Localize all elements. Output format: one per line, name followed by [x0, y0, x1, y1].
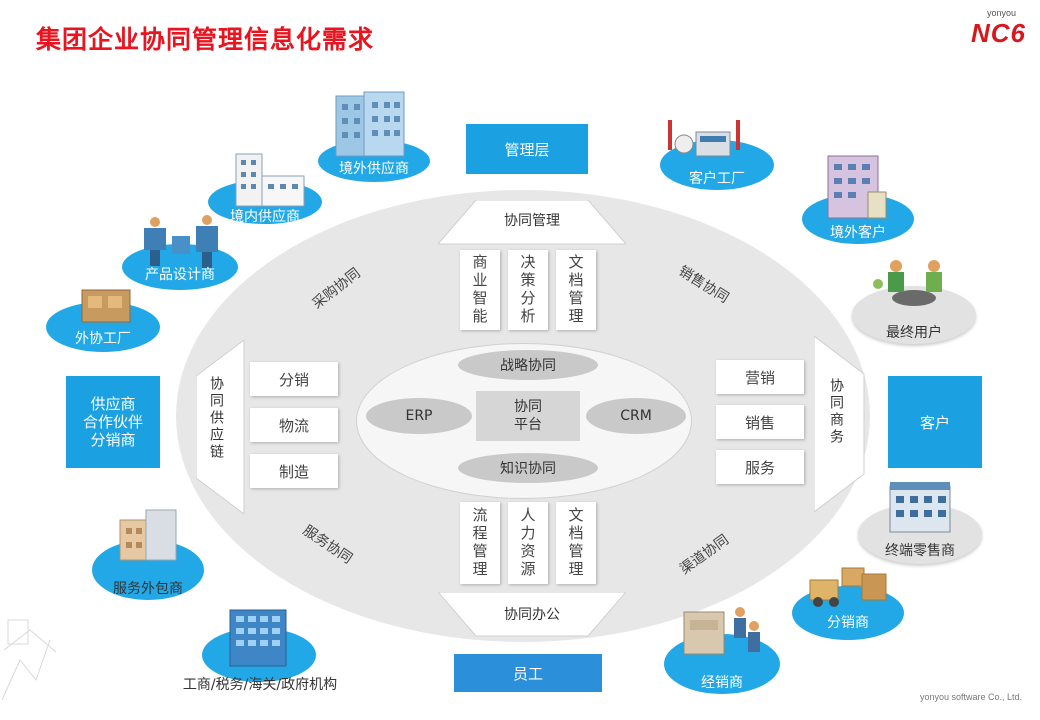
node-overseas-supplier: 境外供应商	[318, 88, 430, 184]
factory-plant-icon	[668, 120, 740, 157]
logo-small-text: yonyou	[986, 8, 1016, 18]
strategic-collaboration: 战略协同	[458, 350, 598, 380]
hotel-building-icon	[827, 155, 887, 219]
retail-store-icon	[889, 482, 951, 533]
node-end-user: 最终用户	[852, 252, 976, 346]
page-title: 集团企业协同管理信息化需求	[36, 25, 375, 54]
node-dealer: 经销商	[664, 600, 780, 696]
arrow-label-bottom: 协同办公	[504, 607, 560, 623]
module-decision-analysis: 决策分析	[508, 250, 548, 330]
node-product-designer: 产品设计商	[122, 212, 238, 290]
module-human-resources: 人力资源	[508, 502, 548, 584]
crm-system: CRM	[586, 398, 686, 434]
node-terminal-retailer: 终端零售商	[858, 478, 982, 566]
module-document-management-bottom: 文档管理	[556, 502, 596, 584]
node-customer-factory: 客户工厂	[660, 112, 774, 190]
module-service: 服务	[716, 450, 804, 484]
cargo-boxes-icon	[81, 289, 131, 323]
footer-copyright: yonyou software Co., Ltd.	[919, 692, 1022, 702]
management-layer-box: 管理层	[466, 124, 588, 174]
module-marketing: 营销	[716, 360, 804, 394]
arrow-label-right: 协同商务	[828, 378, 844, 446]
arrow-label-top: 协同管理	[504, 213, 560, 229]
node-outsource-factory: 外协工厂	[46, 280, 160, 354]
suppliers-partners-box: 供应商 合作伙伴 分销商	[66, 376, 160, 468]
warehouse-workers-icon	[683, 607, 760, 655]
collaboration-platform: 协同 平台	[476, 391, 580, 441]
module-distribution: 分销	[250, 362, 338, 396]
node-government-agencies: 工商/税务/海关/政府机构	[168, 600, 352, 696]
factory-building-icon	[235, 153, 305, 207]
nc6-logo: yonyou NC6	[930, 8, 1026, 48]
arrow-left-supply-chain	[196, 340, 245, 514]
node-overseas-customer: 境外客户	[802, 150, 914, 244]
delivery-truck-icon	[809, 567, 887, 607]
arrow-label-left: 协同供应链	[208, 376, 224, 461]
node-distributor: 分销商	[792, 564, 904, 640]
arrow-up-collab-management	[438, 200, 626, 245]
arrow-right-commerce	[814, 336, 865, 512]
module-document-management-top: 文档管理	[556, 250, 596, 330]
employees-box: 员工	[454, 654, 602, 692]
customer-box: 客户	[888, 376, 982, 468]
module-logistics: 物流	[250, 408, 338, 442]
module-business-intelligence: 商业智能	[460, 250, 500, 330]
warehouse-boxes-icon	[119, 509, 177, 561]
office-building-icon	[335, 91, 405, 157]
module-sales: 销售	[716, 405, 804, 439]
engineers-workstation-icon	[144, 215, 218, 268]
node-domestic-supplier: 境内供应商	[208, 150, 322, 226]
logo-main-text: NC6	[970, 18, 1026, 48]
module-process-management: 流程管理	[460, 502, 500, 584]
arrow-down-collab-office	[438, 592, 626, 637]
knowledge-collaboration: 知识协同	[458, 453, 598, 483]
module-manufacturing: 制造	[250, 454, 338, 488]
government-building-icon	[229, 609, 287, 667]
decorative-sketch-icon	[1, 619, 57, 701]
erp-system: ERP	[366, 398, 472, 434]
meeting-people-icon	[873, 260, 942, 306]
node-service-outsourcer: 服务外包商	[92, 508, 204, 600]
